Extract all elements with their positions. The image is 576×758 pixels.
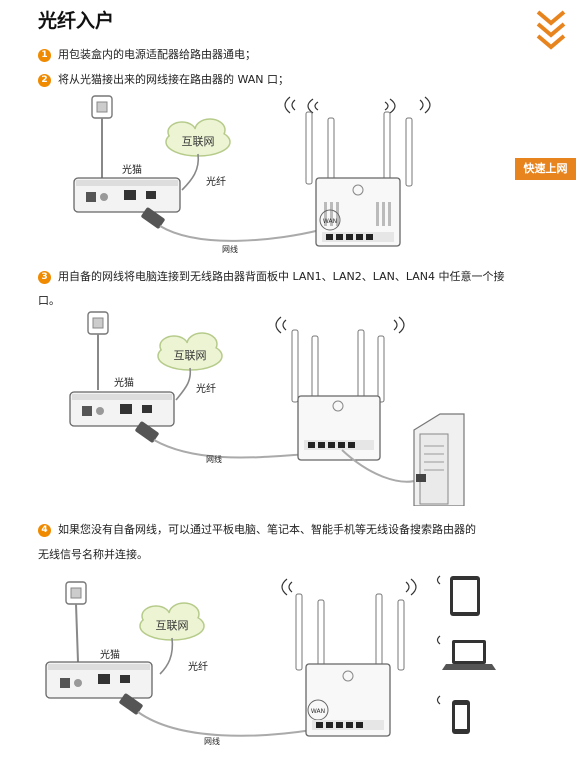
step-4-continued: 无线信号名称并连接。 [38,548,148,561]
internet-cloud-icon: 互联网 [165,118,231,157]
router-device [275,316,405,461]
power-adapter-icon [91,95,113,178]
cable-label: 网线 [204,736,220,746]
cable-label: 网线 [222,244,238,254]
power-adapter-icon [65,581,87,663]
smartphone-icon [436,695,470,734]
router-device: WAN [284,96,431,247]
side-tab-quick-setup[interactable]: 快速上网 [515,158,576,180]
step-number-badge: 3 [38,270,51,284]
step-3-continued: 口。 [38,294,60,307]
step-text: 用自备的网线将电脑连接到无线路由器背面板中 LAN1、LAN2、LAN、LAN4… [58,270,505,283]
power-adapter-icon [87,311,109,390]
router-device: WAN [281,578,417,737]
step-1: 1 用包装盒内的电源适配器给路由器通电； [38,46,256,62]
fiber-label: 光纤 [188,660,208,673]
internet-cloud-icon: 互联网 [157,332,223,371]
step-text: 如果您没有自备网线，可以通过平板电脑、笔记本、智能手机等无线设备搜索路由器的 [58,523,476,536]
page-title: 光纤入户 [38,10,115,32]
internet-cloud-icon: 互联网 [139,602,205,641]
modem-device: 光猫 [69,376,175,427]
diagram-lan-connection: 互联网 光纤 光猫 网线 [69,311,465,506]
step-number-badge: 2 [38,73,51,87]
desktop-computer-icon [413,413,465,506]
modem-device: 光猫 [73,163,181,213]
step-number-badge: 1 [38,48,51,62]
modem-label: 光猫 [122,163,142,176]
laptop-icon [436,635,496,670]
cable-label: 网线 [206,454,222,464]
diagram-wireless-connection: 互联网 光纤 光猫 网线 WAN [45,575,496,746]
fiber-label: 光纤 [196,382,216,395]
fiber-label: 光纤 [206,175,226,188]
step-text: 将从光猫接出来的网线接在路由器的 WAN 口； [58,73,290,86]
internet-label: 互联网 [174,349,207,362]
modem-label: 光猫 [114,376,134,389]
step-number-badge: 4 [38,523,51,537]
step-3: 3 用自备的网线将电脑连接到无线路由器背面板中 LAN1、LAN2、LAN、LAN… [38,268,505,284]
step-2: 2 将从光猫接出来的网线接在路由器的 WAN 口； [38,71,289,87]
diagram-wan-connection: 互联网 光纤 光猫 网线 WAN [73,95,431,254]
step-text: 用包装盒内的电源适配器给路由器通电； [58,48,256,61]
modem-label: 光猫 [100,648,120,661]
step-4: 4 如果您没有自备网线，可以通过平板电脑、笔记本、智能手机等无线设备搜索路由器的 [38,521,476,537]
wan-label: WAN [311,708,325,715]
wan-label: WAN [323,218,337,225]
modem-device: 光猫 [45,648,153,699]
chevron-down-icon [536,10,566,50]
tablet-icon [436,575,480,616]
internet-label: 互联网 [182,135,215,148]
internet-label: 互联网 [156,619,189,632]
